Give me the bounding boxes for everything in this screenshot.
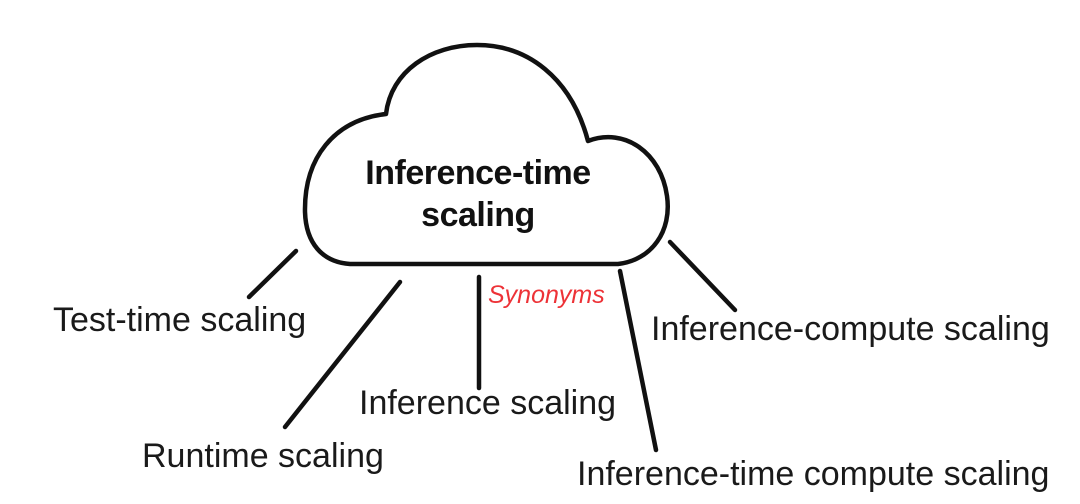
connector-inference-time-compute-scaling — [617, 268, 659, 453]
synonyms-caption: Synonyms — [488, 281, 605, 309]
cloud-shape — [302, 42, 670, 267]
cloud-title: Inference-time scaling — [365, 154, 591, 234]
synonym-label-inference-scaling: Inference scaling — [359, 384, 617, 422]
connector-inference-compute-scaling — [667, 239, 738, 313]
connector-runtime-scaling — [282, 279, 403, 430]
synonym-label-test-time-scaling: Test-time scaling — [53, 301, 307, 339]
synonym-label-inference-compute-scaling: Inference-compute scaling — [651, 310, 1050, 348]
synonym-label-runtime-scaling: Runtime scaling — [142, 437, 384, 475]
synonym-label-inference-time-compute-scaling: Inference-time compute scaling — [577, 455, 1050, 493]
connector-test-time-scaling — [246, 248, 299, 300]
